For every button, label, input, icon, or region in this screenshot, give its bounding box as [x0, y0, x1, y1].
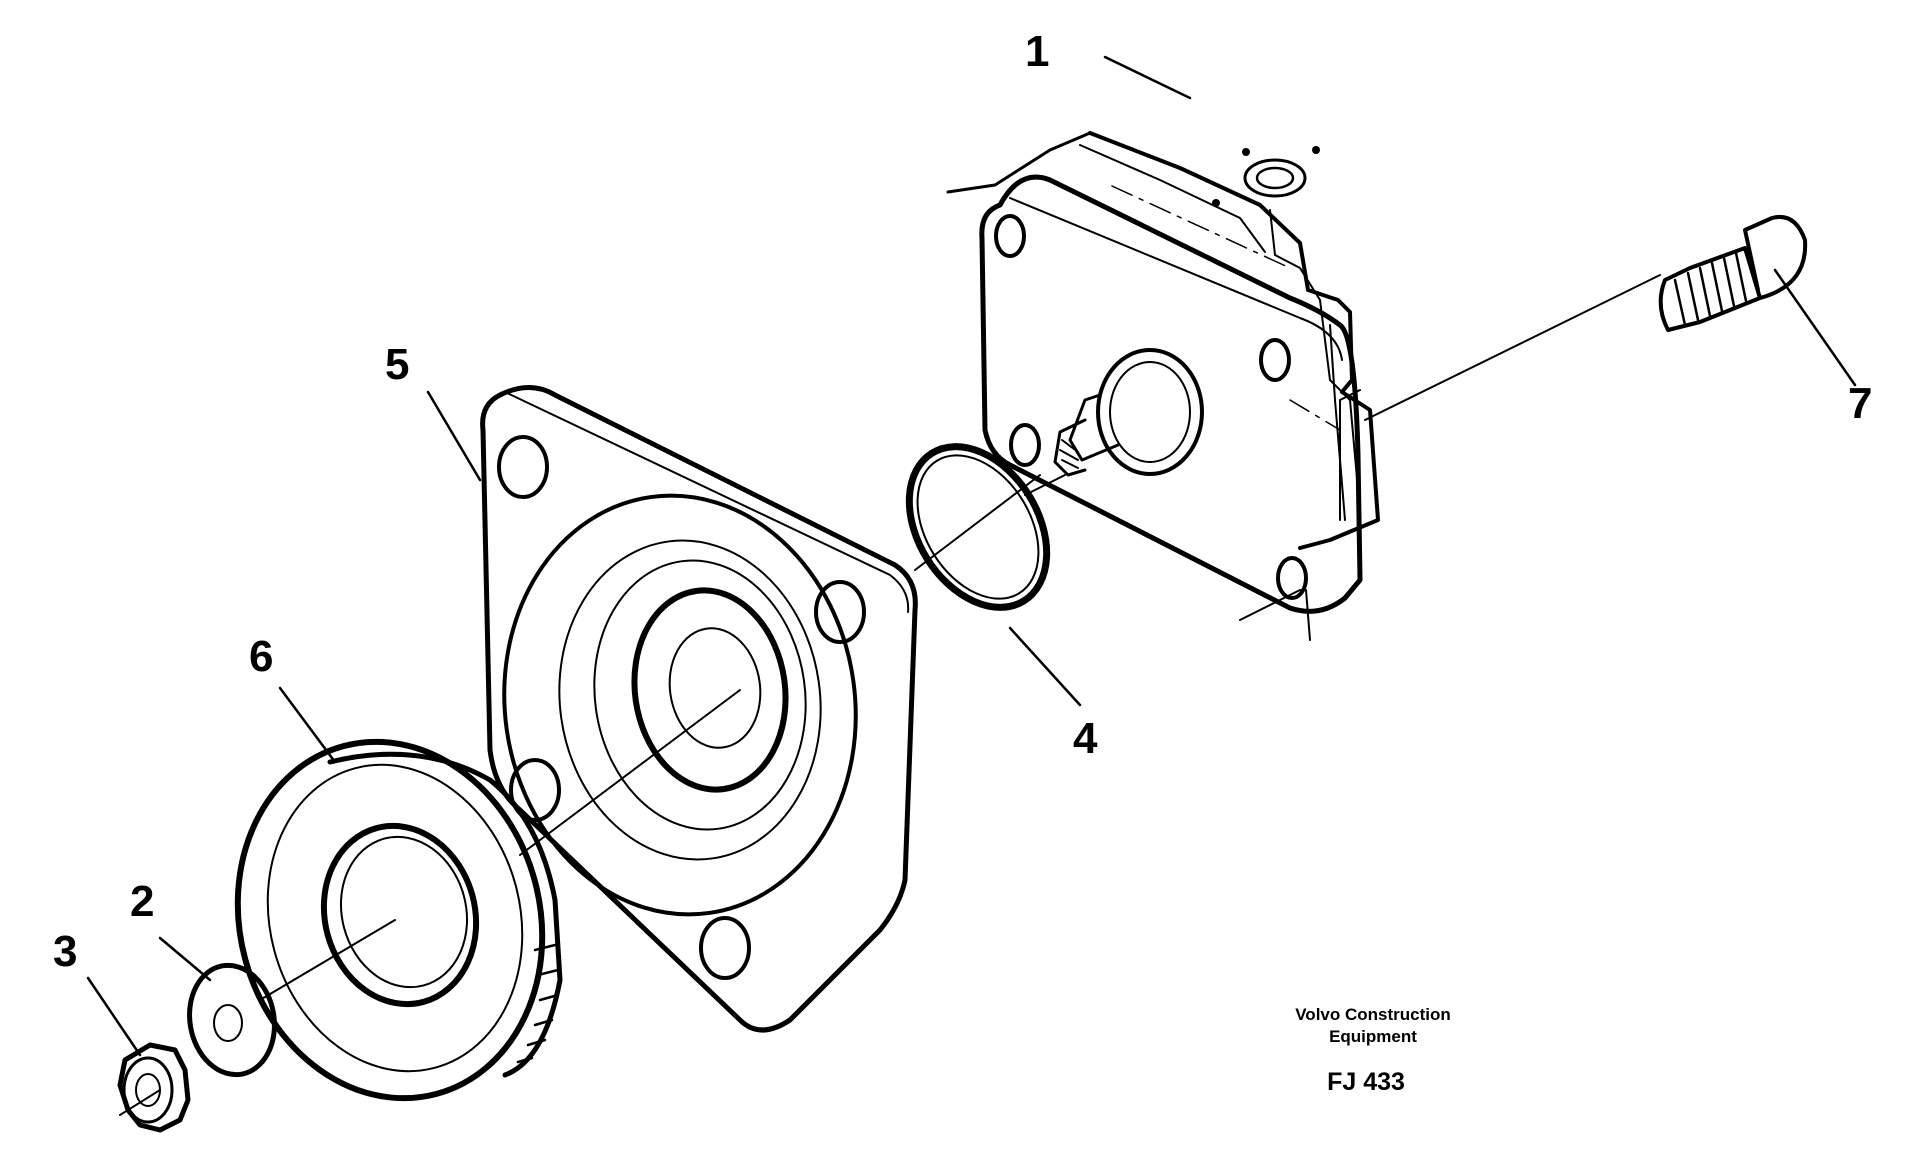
part-7-bolt — [1658, 215, 1808, 332]
callout-7: 7 — [1848, 379, 1872, 428]
credit-line-1: Volvo Construction — [1295, 1005, 1451, 1024]
callout-5: 5 — [385, 340, 409, 389]
callout-4: 4 — [1073, 714, 1098, 763]
part-5-flange-plate — [480, 385, 918, 1033]
callout-6: 6 — [249, 632, 273, 681]
leader-lines — [86, 55, 1857, 1057]
callout-1: 1 — [1025, 27, 1049, 76]
part-4-o-ring — [905, 443, 1051, 611]
part-6-gear — [234, 738, 563, 1102]
part-3-nut — [117, 1042, 191, 1133]
callout-2: 2 — [130, 877, 154, 926]
figure-reference: FJ 433 — [1327, 1068, 1405, 1096]
credit-line-2: Equipment — [1329, 1027, 1417, 1046]
callout-3: 3 — [53, 927, 77, 976]
part-2-washer — [187, 962, 277, 1078]
part-1-pump — [946, 131, 1661, 641]
